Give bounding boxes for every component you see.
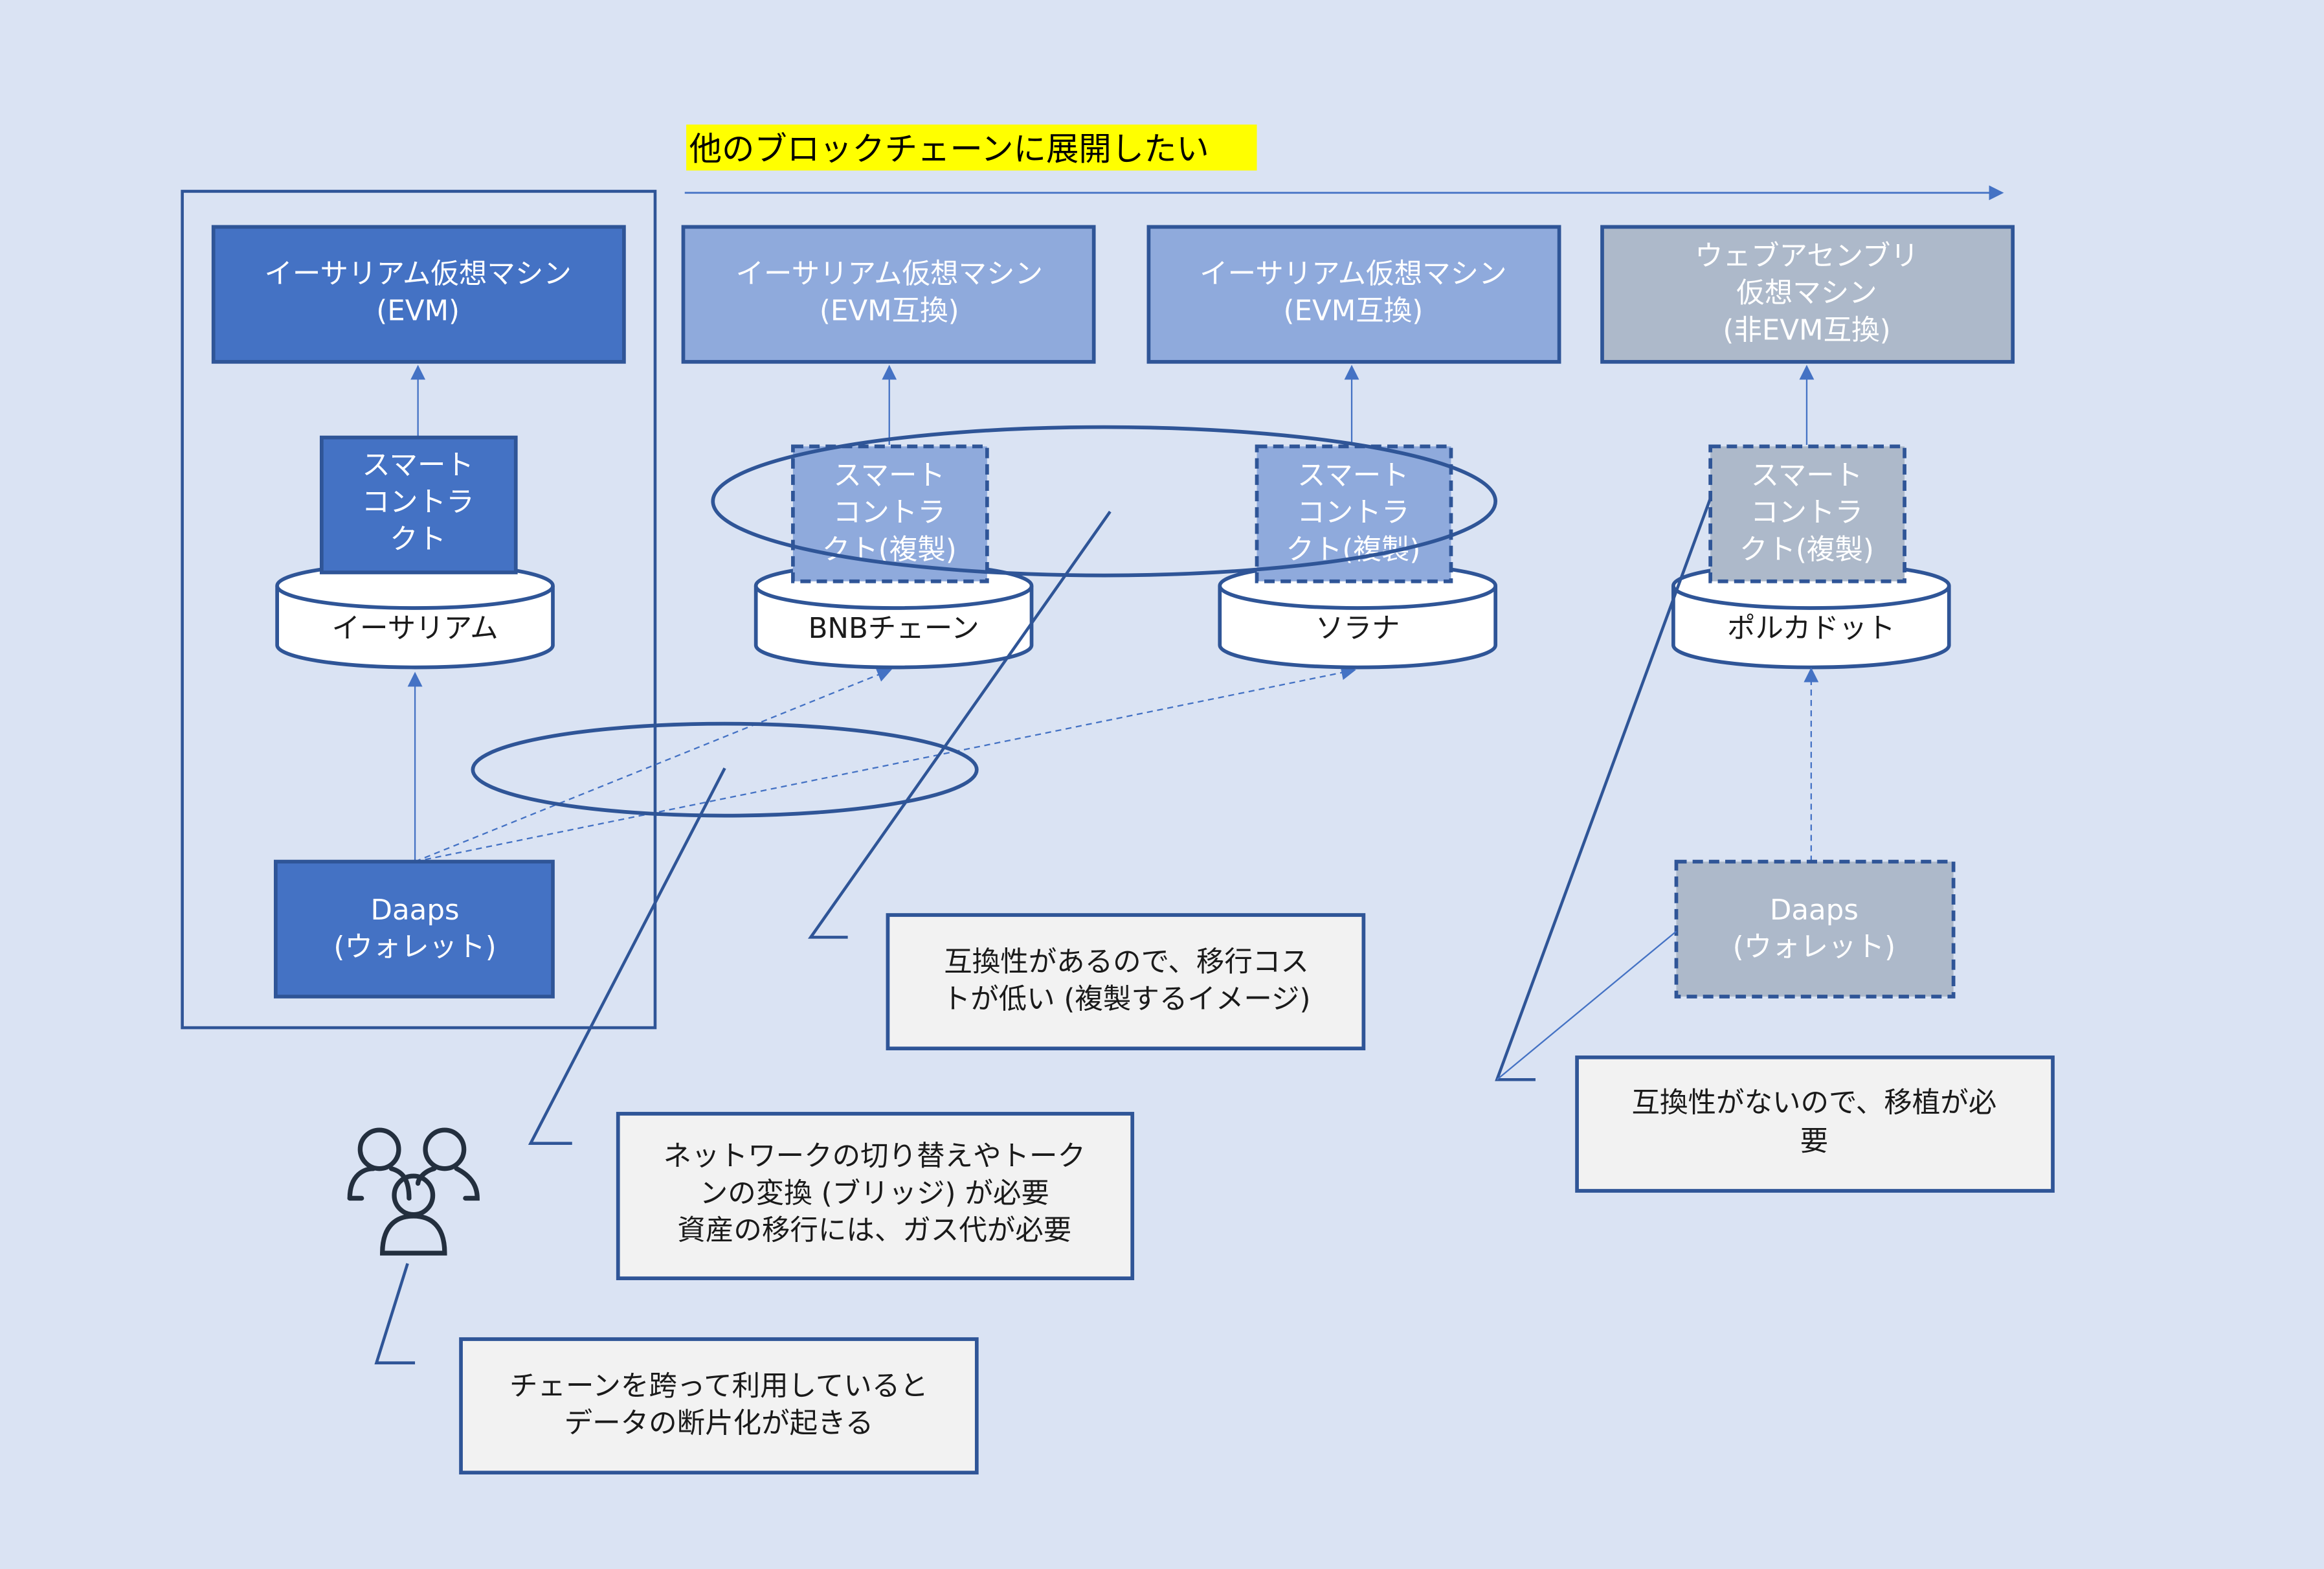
dapp-to-bnb-arrow xyxy=(414,668,892,863)
page-title: 他のブロックチェーンに展開したい xyxy=(689,130,1209,168)
incompatible-note: 互換性がないので、移植が必 要 xyxy=(1575,1055,2055,1193)
ethereum-contract-box: スマート コントラ クト xyxy=(319,435,518,574)
bridge-callout-leader xyxy=(528,767,726,1146)
polkadot-vm-box: ウェブアセンブリ 仮想マシン (非EVM互換) xyxy=(1600,225,2015,364)
bnb-vm-sublabel: (EVM互換) xyxy=(820,295,959,328)
polkadot-vm-label2: 仮想マシン xyxy=(1736,277,1877,310)
users-group-icon xyxy=(347,1127,480,1256)
compatible-note-line2: トが低い (複製するイメージ) xyxy=(943,983,1311,1015)
polkadot-dapp-label: Daaps xyxy=(1770,894,1859,927)
ethereum-contract-line1: スマート xyxy=(362,449,474,482)
ethereum-dapp-sublabel: (ウォレット) xyxy=(333,931,496,964)
bnb-chain-cylinder: BNBチェーン xyxy=(754,561,1034,670)
solana-contract-line2: コントラ xyxy=(1297,497,1409,529)
solana-vm-sublabel: (EVM互換) xyxy=(1284,295,1424,328)
title-highlight xyxy=(686,124,1257,171)
bnb-contract-box: スマート コントラ クト(複製) xyxy=(791,444,989,583)
bnb-contract-line2: コントラ xyxy=(833,497,946,529)
bnb-chain-label: BNBチェーン xyxy=(809,613,979,645)
bnb-contract-line3: クト(複製) xyxy=(822,534,957,566)
bnb-vm-label: イーサリアム仮想マシン xyxy=(735,258,1043,290)
incompatible-note-line2: 要 xyxy=(1800,1125,1828,1158)
fragment-note-line2: データの断片化が起きる xyxy=(564,1407,874,1439)
ethereum-vm-box: イーサリアム仮想マシン (EVM) xyxy=(211,225,626,364)
bridge-note-line1: ネットワークの切り替えやトーク xyxy=(664,1140,1086,1173)
dapp-to-solana-arrow xyxy=(414,665,1356,863)
polkadot-dapp-box: Daaps (ウォレット) xyxy=(1674,859,1956,999)
incompatible-callout-leader2 xyxy=(1496,931,1677,1081)
bridge-note-line3: 資産の移行には、ガス代が必要 xyxy=(677,1215,1071,1247)
compatible-contracts-ellipse xyxy=(711,425,1498,578)
polkadot-contract-line3: クト(複製) xyxy=(1739,534,1874,566)
ethereum-vm-sublabel: (EVM) xyxy=(376,295,460,328)
bridge-note: ネットワークの切り替えやトーク ンの変換 (ブリッジ) が必要 資産の移行には、… xyxy=(616,1112,1135,1280)
fragment-note: チェーンを跨って利用していると データの断片化が起きる xyxy=(459,1337,979,1475)
bnb-contract-line1: スマート xyxy=(833,460,945,492)
ethereum-chain-label: イーサリアム xyxy=(332,613,498,645)
incompatible-note-line1: 互換性がないので、移植が必 xyxy=(1632,1087,1997,1120)
ethereum-vm-label: イーサリアム仮想マシン xyxy=(264,258,572,290)
compatible-note-line1: 互換性があるので、移行コス xyxy=(944,946,1309,978)
polkadot-dapp-sublabel: (ウォレット) xyxy=(1733,931,1895,964)
ethereum-chain-cylinder: イーサリアム xyxy=(275,561,555,670)
compatible-callout-leader xyxy=(807,510,1112,939)
polkadot-contract-line2: コントラ xyxy=(1750,497,1863,529)
compatible-note: 互換性があるので、移行コス トが低い (複製するイメージ) xyxy=(886,913,1366,1051)
solana-vm-label: イーサリアム仮想マシン xyxy=(1200,258,1507,290)
fragment-note-line1: チェーンを跨って利用していると xyxy=(509,1370,928,1403)
polkadot-chain-label: ポルカドット xyxy=(1727,613,1895,645)
polkadot-contract-box: スマート コントラ クト(複製) xyxy=(1708,444,1906,583)
solana-contract-box: スマート コントラ クト(複製) xyxy=(1255,444,1453,583)
fragment-callout-leader xyxy=(374,1263,416,1364)
solana-contract-line1: スマート xyxy=(1297,460,1409,492)
ethereum-dapp-label: Daaps xyxy=(371,894,460,927)
bridge-note-line2: ンの変換 (ブリッジ) が必要 xyxy=(700,1177,1049,1210)
ethereum-contract-line3: クト xyxy=(390,523,446,556)
ethereum-group-box xyxy=(181,190,657,1030)
ethereum-contract-line2: コントラ xyxy=(362,486,475,519)
polkadot-vm-label: ウェブアセンブリ xyxy=(1695,240,1919,273)
polkadot-vm-sublabel: (非EVM互換) xyxy=(1723,314,1890,346)
ethereum-dapp-box: Daaps (ウォレット) xyxy=(273,859,555,999)
solana-vm-box: イーサリアム仮想マシン (EVM互換) xyxy=(1146,225,1561,364)
bnb-vm-box: イーサリアム仮想マシン (EVM互換) xyxy=(681,225,1096,364)
bridge-ellipse xyxy=(471,721,979,818)
polkadot-contract-line1: スマート xyxy=(1751,460,1863,492)
solana-chain-label: ソラナ xyxy=(1315,613,1400,645)
